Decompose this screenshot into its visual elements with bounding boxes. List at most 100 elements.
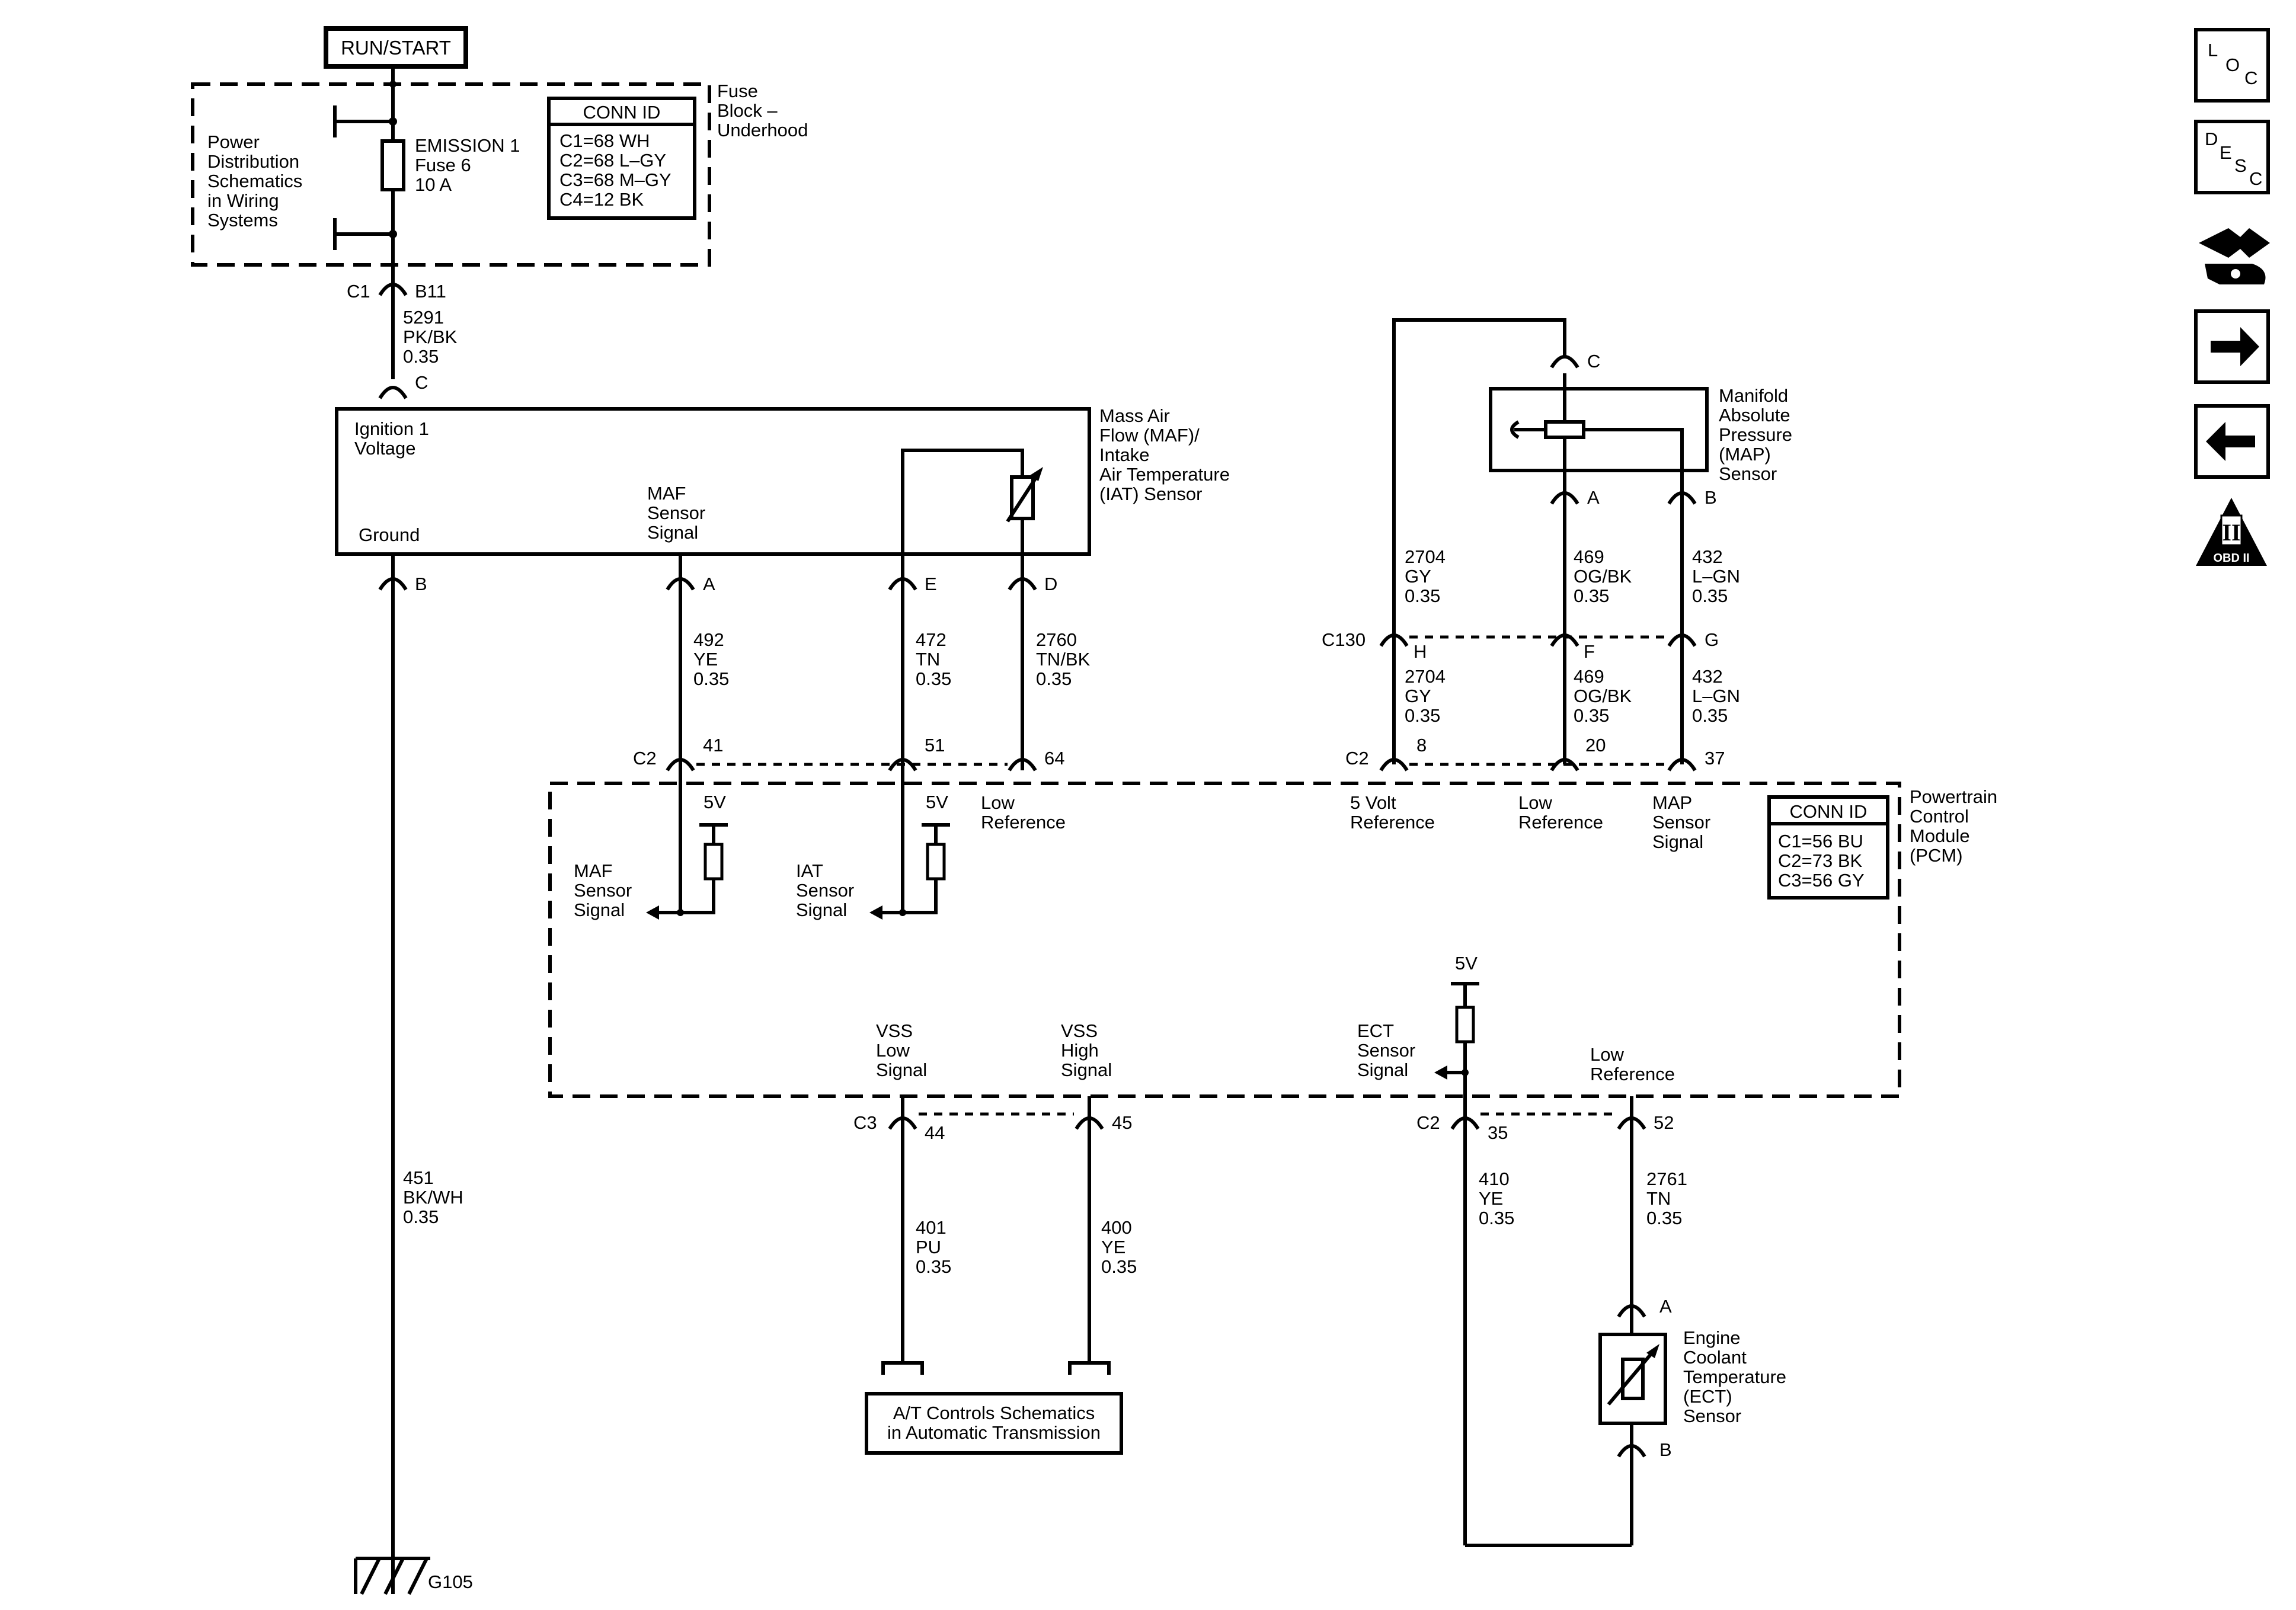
svg-text:2760: 2760 bbox=[1036, 629, 1077, 650]
pcm-ect-signal-label: ECT Sensor Signal bbox=[1357, 1020, 1415, 1080]
svg-text:Engine: Engine bbox=[1683, 1327, 1741, 1348]
svg-text:MAP: MAP bbox=[1652, 792, 1692, 813]
c2-pin-64-label: 64 bbox=[1044, 748, 1064, 769]
wire-432-upper-label: 432 L–GN 0.35 bbox=[1692, 546, 1740, 606]
c2-pin-37 bbox=[1669, 760, 1695, 770]
svg-text:CONN ID: CONN ID bbox=[583, 102, 661, 123]
maf-5v-label: 5V bbox=[703, 792, 726, 812]
svg-text:Pressure: Pressure bbox=[1719, 424, 1792, 445]
ground-symbol bbox=[354, 1557, 430, 1595]
svg-text:0.35: 0.35 bbox=[916, 1256, 951, 1277]
svg-text:RUN/START: RUN/START bbox=[341, 37, 451, 59]
maf-pin-b-label: B bbox=[415, 574, 427, 594]
svg-text:400: 400 bbox=[1101, 1217, 1132, 1238]
svg-text:Reference: Reference bbox=[981, 812, 1066, 833]
svg-text:Absolute: Absolute bbox=[1719, 405, 1790, 425]
svg-text:Temperature: Temperature bbox=[1683, 1366, 1786, 1387]
svg-text:YE: YE bbox=[693, 649, 718, 670]
power-distribution-label: Power Distribution Schematics in Wiring … bbox=[207, 132, 302, 231]
svg-text:Sensor: Sensor bbox=[647, 502, 705, 523]
svg-text:E: E bbox=[2220, 142, 2232, 163]
svg-text:TN/BK: TN/BK bbox=[1036, 649, 1091, 670]
ground-id-label: G105 bbox=[428, 1571, 473, 1592]
obd-ii-button[interactable]: II OBD II bbox=[2196, 498, 2267, 566]
connector-end-view-icon[interactable] bbox=[2199, 228, 2270, 284]
pcm-vss-high-label: VSS High Signal bbox=[1061, 1020, 1112, 1080]
svg-text:Signal: Signal bbox=[1061, 1060, 1112, 1080]
svg-text:2704: 2704 bbox=[1405, 666, 1446, 687]
wire-410-label: 410 YE 0.35 bbox=[1479, 1169, 1514, 1228]
run-start-label: RUN/START bbox=[324, 26, 468, 69]
ect-5v-label: 5V bbox=[1455, 953, 1478, 974]
svg-text:Underhood: Underhood bbox=[717, 120, 808, 140]
wire-2704-lower-label: 2704 GY 0.35 bbox=[1405, 666, 1446, 726]
map-sensor-name: Manifold Absolute Pressure (MAP) Sensor bbox=[1719, 385, 1792, 484]
pcm-name-label: Powertrain Control Module (PCM) bbox=[1910, 786, 1997, 866]
svg-text:Signal: Signal bbox=[1357, 1060, 1408, 1080]
svg-text:PK/BK: PK/BK bbox=[403, 327, 458, 347]
svg-text:C2=68 L–GY: C2=68 L–GY bbox=[559, 150, 666, 171]
svg-text:Signal: Signal bbox=[1652, 831, 1703, 852]
svg-text:0.35: 0.35 bbox=[1405, 585, 1440, 606]
c3-pin-45-label: 45 bbox=[1112, 1112, 1132, 1133]
c130-pin-h-label: H bbox=[1414, 641, 1427, 662]
svg-text:Low: Low bbox=[1590, 1044, 1624, 1065]
at-controls-schematics-box[interactable]: A/T Controls Schematics in Automatic Tra… bbox=[865, 1392, 1123, 1455]
map-pin-a-label: A bbox=[1587, 487, 1600, 508]
svg-text:C: C bbox=[2249, 168, 2262, 189]
svg-text:EMISSION 1: EMISSION 1 bbox=[415, 135, 520, 156]
previous-arrow-button[interactable] bbox=[2194, 404, 2270, 479]
svg-text:0.35: 0.35 bbox=[1036, 668, 1072, 689]
svg-text:Low: Low bbox=[981, 792, 1015, 813]
svg-text:0.35: 0.35 bbox=[693, 668, 729, 689]
c2-pin-41-label: 41 bbox=[703, 735, 723, 756]
svg-text:Flow (MAF)/: Flow (MAF)/ bbox=[1099, 425, 1200, 446]
c2-pin-52-label: 52 bbox=[1654, 1112, 1674, 1133]
svg-text:C3=68 M–GY: C3=68 M–GY bbox=[559, 169, 671, 190]
wire-2760-label: 2760 TN/BK 0.35 bbox=[1036, 629, 1091, 689]
wire-5v-ref-loop bbox=[1392, 318, 1566, 764]
svg-text:GY: GY bbox=[1405, 686, 1431, 706]
svg-text:0.35: 0.35 bbox=[1405, 705, 1440, 726]
pcm-map-signal-label: MAP Sensor Signal bbox=[1652, 792, 1710, 852]
svg-text:C3=56 GY: C3=56 GY bbox=[1778, 870, 1865, 891]
c2-pin-8-label: 8 bbox=[1416, 735, 1427, 756]
svg-text:Coolant: Coolant bbox=[1683, 1347, 1747, 1368]
loc-button[interactable]: L O C bbox=[2194, 28, 2270, 103]
svg-text:Signal: Signal bbox=[796, 900, 847, 920]
wire-469-lower-label: 469 OG/BK 0.35 bbox=[1574, 666, 1632, 726]
svg-text:0.35: 0.35 bbox=[403, 346, 439, 367]
svg-text:BK/WH: BK/WH bbox=[403, 1187, 463, 1208]
svg-text:5291: 5291 bbox=[403, 307, 444, 328]
wire-2704-upper-label: 2704 GY 0.35 bbox=[1405, 546, 1446, 606]
ground-label: Ground bbox=[359, 524, 420, 545]
svg-text:C4=12 BK: C4=12 BK bbox=[559, 189, 644, 210]
c2-pin-35-label: 35 bbox=[1488, 1122, 1508, 1143]
fuse-symbol bbox=[380, 139, 405, 191]
svg-text:High: High bbox=[1061, 1040, 1099, 1061]
pcm-maf-signal-label: MAF Sensor Signal bbox=[574, 860, 632, 920]
svg-text:C2=73 BK: C2=73 BK bbox=[1778, 850, 1863, 871]
svg-text:Low: Low bbox=[1518, 792, 1552, 813]
desc-button[interactable]: D E S C bbox=[2194, 120, 2270, 194]
map-pin-b-label: B bbox=[1705, 487, 1717, 508]
svg-text:GY: GY bbox=[1405, 566, 1431, 587]
svg-text:C: C bbox=[2244, 68, 2257, 88]
svg-text:(IAT) Sensor: (IAT) Sensor bbox=[1099, 484, 1202, 504]
fuse-block-label: Fuse Block – Underhood bbox=[717, 81, 808, 140]
ect-pin-b-label: B bbox=[1659, 1439, 1672, 1460]
svg-text:L–GN: L–GN bbox=[1692, 566, 1740, 587]
svg-text:OG/BK: OG/BK bbox=[1574, 686, 1632, 706]
wire-469-upper-label: 469 OG/BK 0.35 bbox=[1574, 546, 1632, 606]
svg-text:Sensor: Sensor bbox=[1357, 1040, 1415, 1061]
svg-text:0.35: 0.35 bbox=[916, 668, 951, 689]
connector-c1-label: C1 bbox=[347, 281, 370, 302]
c2-label-ect: C2 bbox=[1416, 1112, 1440, 1133]
svg-text:Block –: Block – bbox=[717, 100, 778, 121]
svg-text:(MAP): (MAP) bbox=[1719, 444, 1771, 465]
maf-pin-d-label: D bbox=[1044, 574, 1057, 594]
svg-text:Signal: Signal bbox=[574, 900, 625, 920]
svg-text:Sensor: Sensor bbox=[1719, 463, 1777, 484]
next-arrow-button[interactable] bbox=[2194, 309, 2270, 384]
